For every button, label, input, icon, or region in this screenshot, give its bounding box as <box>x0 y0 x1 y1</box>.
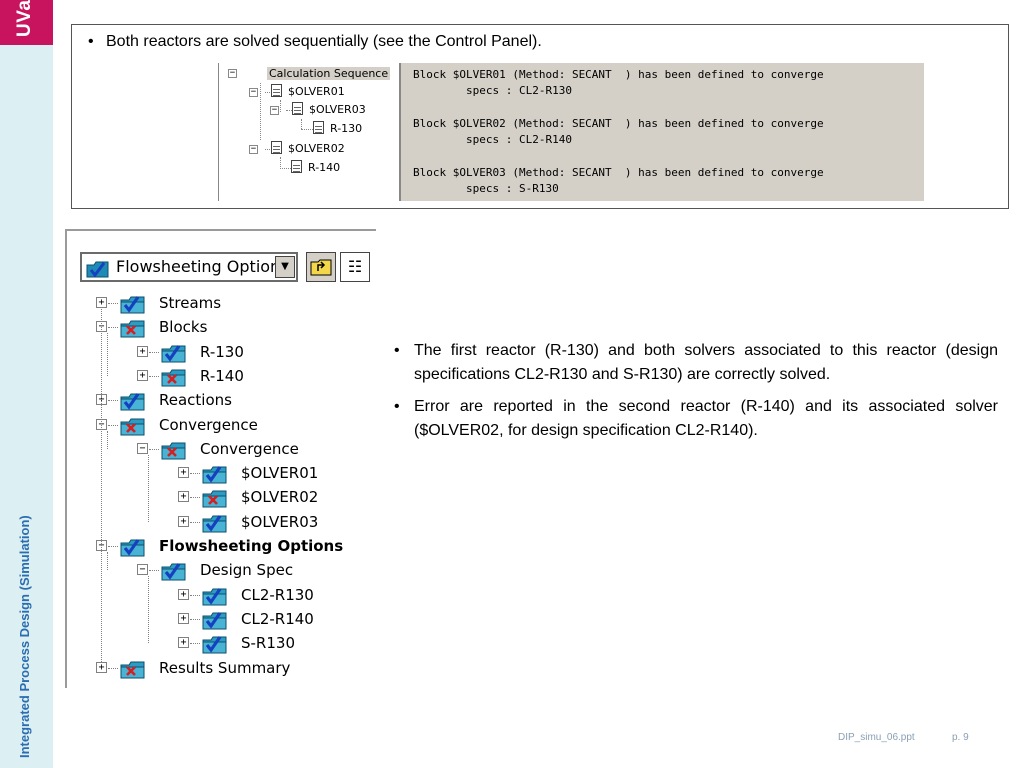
tree-node-label: $OLVER02 <box>241 488 319 507</box>
calc-node-r140[interactable]: R-140 <box>291 160 342 176</box>
bullet-marker: • <box>394 342 400 359</box>
folder-checked-icon <box>202 512 228 541</box>
dropdown-arrow-icon[interactable]: ▼ <box>275 256 295 278</box>
console-line: specs : CL2-R140 <box>413 133 572 146</box>
tree-view-icon: ☷ <box>347 259 363 276</box>
footer-page-number: p. 9 <box>952 732 969 743</box>
tree-node-label: Streams <box>159 294 222 312</box>
calculation-sequence-box: • Both reactors are solved sequentially (… <box>71 24 1009 209</box>
control-panel-console: Block $OLVER01 (Method: SECANT ) has bee… <box>399 63 924 201</box>
folder-error-icon <box>120 658 146 687</box>
tree-node-label: $OLVER03 <box>241 512 319 531</box>
console-line: specs : S-R130 <box>413 182 559 195</box>
calc-root[interactable]: Calculation Sequence <box>267 66 391 82</box>
document-icon <box>291 160 302 173</box>
tree-node-label: Reactions <box>159 391 232 410</box>
folder-checked-icon <box>202 585 228 614</box>
tree-node-label: $OLVER01 <box>241 464 319 483</box>
expand-toggle[interactable]: + <box>178 637 189 649</box>
tree-node-label: S-R130 <box>241 634 295 653</box>
expand-toggle[interactable]: + <box>178 588 189 600</box>
expand-toggle[interactable]: + <box>96 297 107 308</box>
collapse-toggle-root[interactable]: − <box>228 68 237 78</box>
tree-node-label: Flowsheeting Options <box>159 537 344 555</box>
tree-view-button[interactable]: ☷ <box>340 252 370 282</box>
calc-node-solver01[interactable]: $OLVER01 <box>271 84 347 100</box>
tree-node-label: Results Summary <box>159 658 291 677</box>
folder-checked-icon <box>202 633 228 662</box>
folder-up-icon <box>310 259 332 276</box>
folder-error-icon <box>120 317 146 346</box>
folder-checked-icon <box>120 536 146 565</box>
calc-node-solver03[interactable]: $OLVER03 <box>292 102 368 118</box>
folder-checked-icon <box>202 609 228 638</box>
expand-toggle[interactable]: + <box>137 345 148 357</box>
bullet-marker: • <box>394 398 400 415</box>
bullet-text: The first reactor (R-130) and both solve… <box>414 342 998 383</box>
expand-toggle[interactable]: + <box>178 515 189 527</box>
view-selector-value: Flowsheeting Options <box>116 257 289 276</box>
side-band: UVa Integrated Process Design (Simulatio… <box>0 0 53 768</box>
folder-checked-icon <box>161 342 187 371</box>
calc-node-r130[interactable]: R-130 <box>313 121 364 137</box>
tree-node-label: R-130 <box>200 342 244 361</box>
folder-checked-icon <box>161 560 187 589</box>
bullet-item: • The first reactor (R-130) and both sol… <box>394 339 998 387</box>
document-icon <box>271 141 282 154</box>
console-line: Block $OLVER03 (Method: SECANT ) has bee… <box>413 166 824 179</box>
console-line: specs : CL2-R130 <box>413 84 572 97</box>
expand-toggle[interactable]: + <box>178 467 189 479</box>
document-icon <box>271 84 282 97</box>
collapse-toggle-solver03[interactable]: − <box>270 105 279 115</box>
bullet-item: • Error are reported in the second react… <box>394 395 998 443</box>
document-icon <box>292 102 303 115</box>
tree-node-label: CL2-R130 <box>241 585 314 604</box>
calc-root-label: Calculation Sequence <box>267 67 391 80</box>
expand-toggle[interactable]: + <box>96 661 107 673</box>
folder-checked-icon <box>120 390 146 419</box>
university-logo: UVa <box>0 0 53 45</box>
tree-node-label: Convergence <box>200 439 299 458</box>
console-line: Block $OLVER02 (Method: SECANT ) has bee… <box>413 117 824 130</box>
folder-error-icon <box>202 487 228 516</box>
bullet-marker: • <box>88 33 94 50</box>
expand-toggle[interactable]: − <box>137 442 148 454</box>
expand-toggle[interactable]: + <box>178 491 189 503</box>
folder-checked-icon <box>120 293 146 322</box>
tree-node-label: R-140 <box>200 366 244 385</box>
bullet-text: Error are reported in the second reactor… <box>414 398 998 439</box>
collapse-toggle-solver01[interactable]: − <box>249 87 258 97</box>
expand-toggle[interactable]: + <box>137 369 148 381</box>
console-line: Block $OLVER01 (Method: SECANT ) has bee… <box>413 68 824 81</box>
up-folder-button[interactable] <box>306 252 336 282</box>
tree-node-label: Convergence <box>159 415 258 434</box>
calc-node-solver02[interactable]: $OLVER02 <box>271 141 347 157</box>
view-selector-combo[interactable]: Flowsheeting Options ▼ <box>80 252 298 282</box>
calculation-sequence-tree: − Calculation Sequence − $OLVER01 − $OLV… <box>218 63 395 201</box>
data-browser-tree-panel: Flowsheeting Options ▼ ☷ + Streams − Blocks… <box>65 229 376 688</box>
top-bullet: • Both reactors are solved sequentially (… <box>88 33 542 51</box>
top-bullet-text: Both reactors are solved sequentially (s… <box>106 33 542 50</box>
folder-error-icon <box>120 415 146 444</box>
logo-text: UVa <box>14 0 35 37</box>
footer-filename: DIP_simu_06.ppt <box>838 732 915 743</box>
explanation-bullets: • The first reactor (R-130) and both sol… <box>394 339 998 451</box>
tree-node-label: Design Spec <box>200 561 294 580</box>
expand-toggle[interactable]: − <box>137 564 148 576</box>
tree-node-label: Blocks <box>159 318 208 337</box>
course-title: Integrated Process Design (Simulation) <box>17 515 32 758</box>
folder-error-icon <box>161 366 187 395</box>
collapse-toggle-solver02[interactable]: − <box>249 144 258 154</box>
folder-checked-icon <box>202 463 228 492</box>
expand-toggle[interactable]: + <box>178 612 189 624</box>
document-icon <box>313 121 324 134</box>
folder-check-icon <box>86 259 110 287</box>
tree-node-label: CL2-R140 <box>241 609 314 628</box>
folder-error-icon <box>161 439 187 468</box>
